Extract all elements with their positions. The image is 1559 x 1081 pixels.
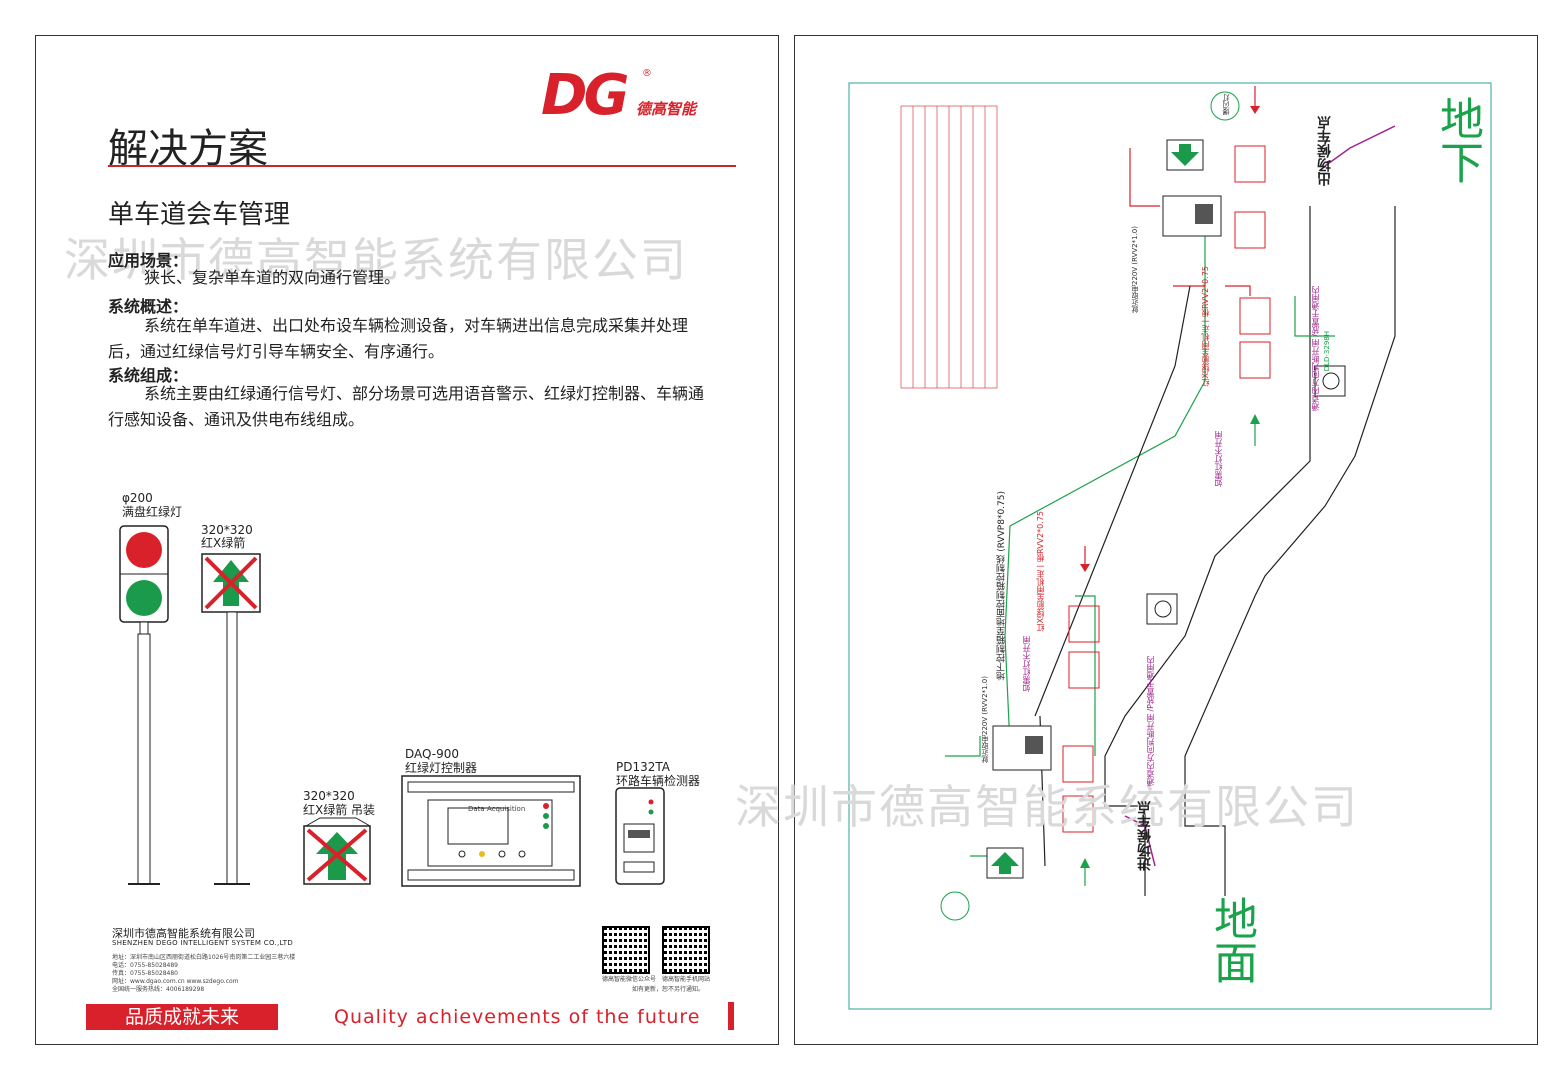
mobile-site-qr-code [662, 926, 710, 974]
red-x-green-arrow-pole [201, 553, 261, 885]
logo-company-name: 德高智能 [636, 100, 697, 118]
controller-screen-text: Data Acquisition [468, 805, 526, 813]
exit-waiting-point: 出场候车点 [1317, 116, 1333, 186]
slogan-en: Quality achievements of the future [334, 1006, 701, 1028]
lower-direction-remark: 通道内方向判断开闸 /P放置于通闸内 [1146, 656, 1155, 787]
company-address: 地址：深圳市南山区西丽街道松白路1026号南岗第二工业园三巷六楼 [112, 954, 296, 961]
upper-barrier-note: 如需红灯不开闸 [1214, 431, 1223, 487]
page-title: 解决方案 [108, 126, 268, 172]
footer-accent-bar [728, 1002, 734, 1030]
underground-control-box [1162, 195, 1222, 237]
underground-flash-light [1210, 91, 1240, 121]
detector-model-caption: PD132TA [616, 760, 670, 774]
overview-text: 系统在单车道进、出口处布设车辆检测设备，对车辆进出信息完成采集并处理后，通过红绿… [108, 316, 689, 361]
company-hotline: 全国统一服务热线：4006189298 [112, 986, 205, 993]
arrow-size-caption: 320*320 [201, 523, 253, 537]
wechat-qr-code [602, 926, 650, 974]
detector-name-caption: 环路车辆检测器 [616, 774, 701, 788]
solution-subtitle: 单车道会车管理 [108, 200, 291, 230]
pd132ta-detector [615, 787, 665, 885]
dg-logo: DG [541, 63, 629, 128]
company-fax: 传真：0755-85028480 [112, 970, 178, 977]
update-notice: 如有更新，恕不另行通知。 [632, 986, 705, 993]
hang-name-caption: 红X绿箭 吊装 [303, 803, 376, 817]
ground-arrow-sign [986, 847, 1024, 879]
arrow-name-caption: 红X绿箭 [201, 536, 246, 550]
main-control-cable: 地下控制箱至地面控制箱控制线 (RVVP8*0.75) [997, 491, 1007, 681]
light-name-caption: 满盘红绿灯 [122, 505, 183, 519]
ground-label: 地面 [1206, 896, 1257, 984]
underground-label: 地下 [1432, 96, 1483, 184]
upper-power-note: 就近取电220V (RVV2*1.0) [1131, 226, 1139, 313]
notes-table [900, 105, 998, 389]
wiring-diagram [848, 82, 1492, 1010]
composition-label: 系统组成： [108, 366, 189, 385]
product-illustrations [119, 525, 665, 887]
flash-light-label: 爆闪灯 [1222, 94, 1230, 115]
lower-barrier-note: 如需红灯不开闸 [1022, 636, 1031, 692]
overview-label: 系统概述： [108, 297, 189, 316]
qr2-caption: 德高智能手机网站 [662, 976, 711, 983]
logo-registered-mark: ® [642, 68, 652, 79]
company-website: 网址：www.dgao.com.cn www.szdego.com [112, 978, 239, 985]
lower-power-note: 就近取电220V (RVV2*1.0) [981, 676, 989, 763]
wires [945, 148, 1335, 857]
watermark-right: 深圳市德高智能系统有限公司 [735, 780, 1359, 834]
company-name-en: SHENZHEN DEGO INTELLIGENT SYSTEM CO.,LTD [112, 939, 294, 947]
watermark: 深圳市德高智能系统有限公司 [64, 233, 688, 287]
scenario-label: 应用场景： [108, 251, 189, 270]
underground-arrow-sign [1166, 139, 1204, 171]
hang-size-caption: 320*320 [303, 789, 355, 803]
traffic-light-pole [119, 525, 169, 885]
upper-direction-remark: 通道内方向判断开闸 /放置于通闸内 [1311, 286, 1320, 412]
brochure-right-page: 深圳市德高智能系统有限公司 地下 地面 出场候车点 进场候车点 地下控制箱至地面… [735, 35, 1538, 1045]
company-phone: 电话：0755-85028489 [112, 962, 178, 969]
light-size-caption: φ200 [122, 491, 153, 505]
qr1-caption: 德高智能微信公众号 [602, 976, 657, 983]
composition-text: 系统主要由红绿通行信号灯、部分场景可选用语音警示、红绿灯控制器、车辆通行感知设备… [108, 384, 705, 429]
slogan-cn: 品质成就未来 [86, 1004, 278, 1030]
underground-loops [1234, 145, 1346, 397]
controller-name-caption: 红绿灯控制器 [405, 761, 478, 775]
daq-900-controller [401, 775, 581, 887]
entry-waiting-point: 进场候车点 [1137, 801, 1153, 871]
controller-model-caption: DAQ-900 [405, 747, 460, 761]
scenario-text: 狭长、复杂单车道的双向通行管理。 [144, 268, 401, 287]
brochure-left-page: DG ® 德高智能 解决方案 单车道会车管理 深圳市德高智能系统有限公司 应用场… [35, 35, 779, 1045]
hanging-red-x-green-arrow [303, 817, 371, 885]
upper-barrier-cable: 红X绿箭至闸机走一根RVV2*0.75 [1201, 266, 1210, 387]
company-name-cn: 深圳市德高智能系统有限公司 [112, 927, 255, 940]
ground-flash-light [940, 891, 970, 921]
detector-model-label: DLD-3298H [1323, 331, 1331, 372]
ground-loops [1062, 593, 1178, 833]
ground-control-box [992, 725, 1052, 771]
title-divider [108, 165, 736, 167]
lower-barrier-cable: 红X绿箭至闸机走一根RVV2*0.75 [1036, 511, 1045, 632]
